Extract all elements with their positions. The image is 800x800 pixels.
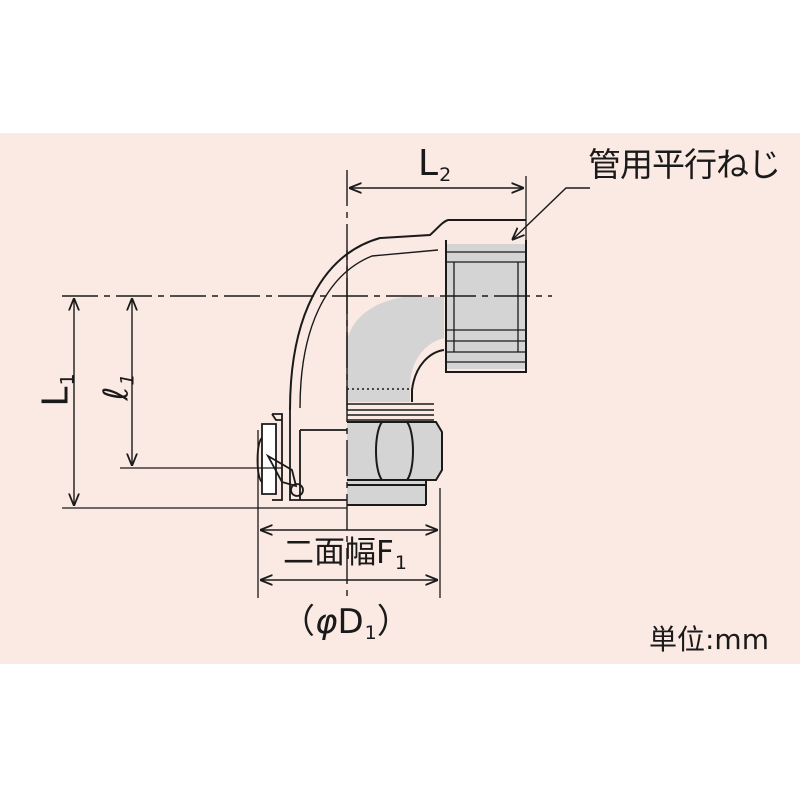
width-across-sub: 1 xyxy=(394,552,407,574)
ell1-label: ℓ1 xyxy=(96,373,139,401)
thread-label: 管用平行ねじ xyxy=(588,145,781,184)
press-sleeve xyxy=(256,410,347,501)
section-fill-thread xyxy=(446,244,526,369)
unit-label: 単位:mm xyxy=(649,623,769,656)
d1-phi: φ xyxy=(315,602,338,642)
extension-lines xyxy=(62,176,527,598)
width-across-flats-label: 二面幅F1 xyxy=(283,535,407,573)
section-fill-nut xyxy=(347,422,442,505)
l1-sub: 1 xyxy=(56,373,79,386)
section-fill-elbow xyxy=(347,297,444,410)
ell1-main: ℓ xyxy=(96,386,137,401)
width-across-main: 二面幅F xyxy=(283,535,394,571)
hex-nut xyxy=(347,421,443,506)
l2-label: L2 xyxy=(418,143,451,185)
d1-sub: 1 xyxy=(364,622,377,644)
l2-sub: 2 xyxy=(439,164,452,186)
d1-label: （φD1） xyxy=(281,602,411,643)
collar-rings xyxy=(347,388,434,421)
d1-open: （ xyxy=(281,602,315,642)
elbow-body xyxy=(289,219,527,411)
ell1-sub: 1 xyxy=(116,373,139,386)
l2-main: L xyxy=(418,143,439,184)
thread-leader xyxy=(512,187,590,240)
d1-main: D xyxy=(337,602,364,642)
thread-lines xyxy=(446,251,526,363)
l1-label: L1 xyxy=(35,373,79,407)
d1-close: ） xyxy=(376,602,411,642)
dimension-lines xyxy=(74,188,590,580)
l1-main: L xyxy=(35,386,77,407)
